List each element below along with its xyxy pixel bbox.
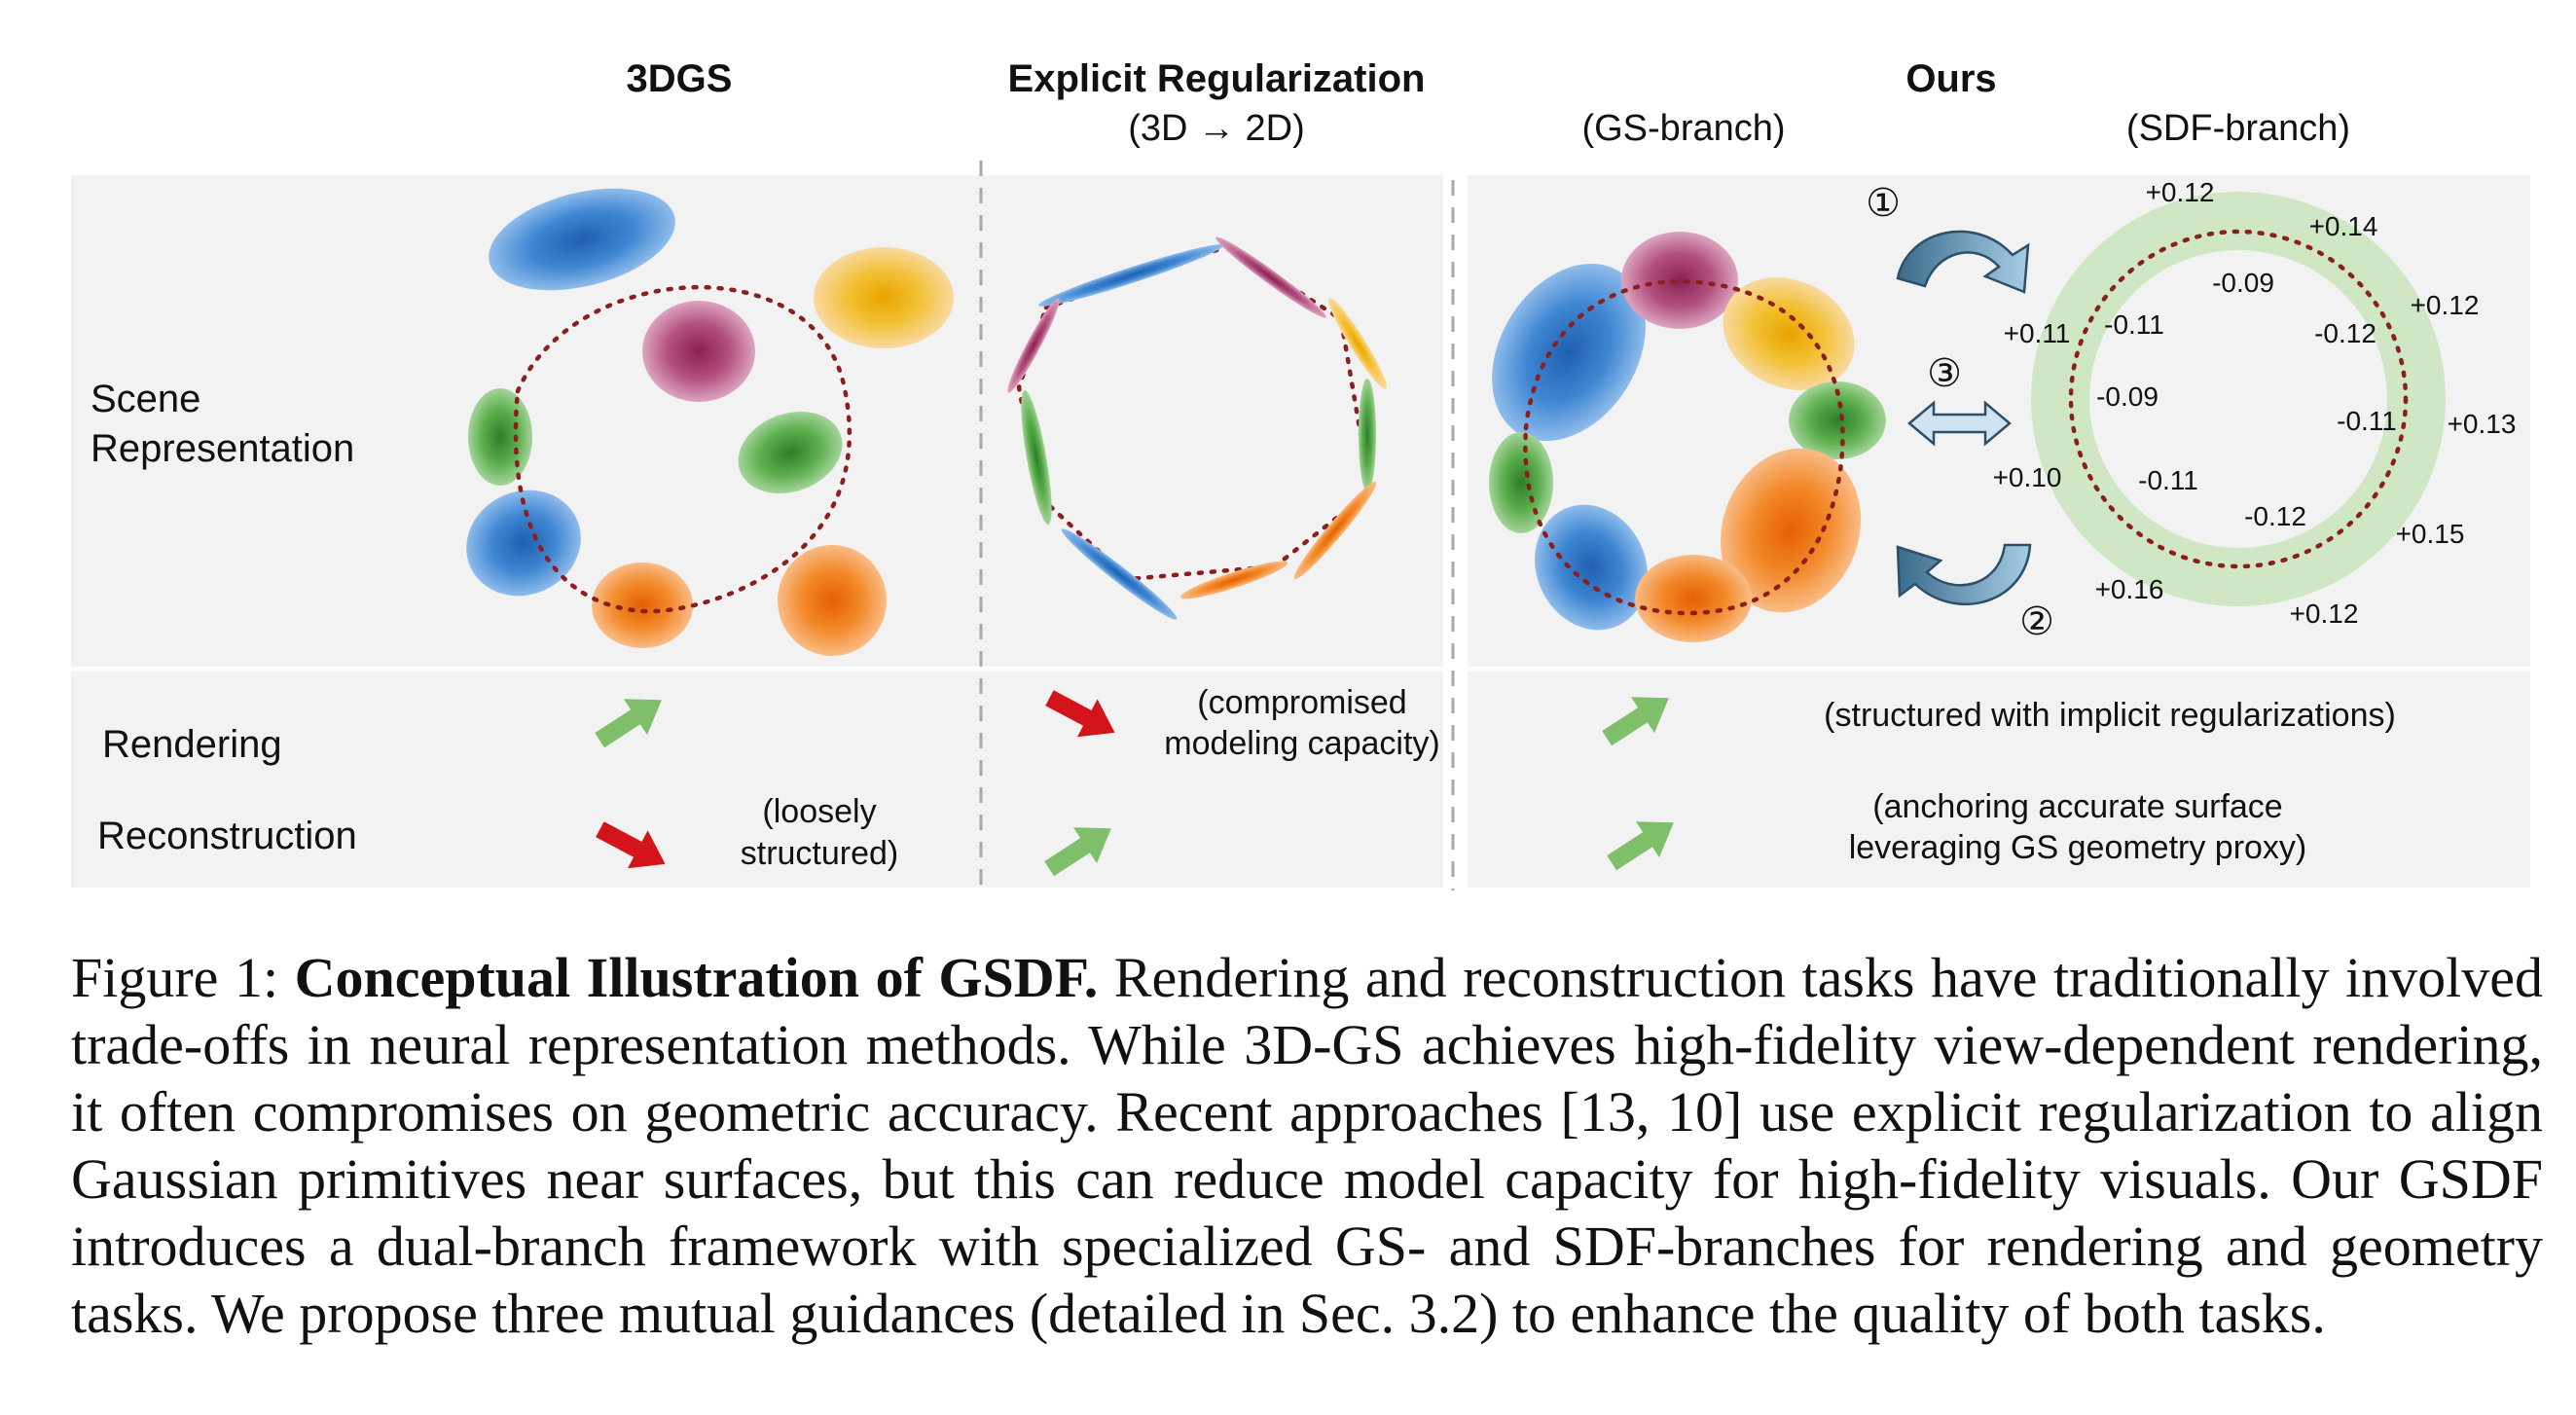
guidance-marker-2: ② [2019,600,2054,643]
guidance-arrow-3-icon [1907,400,2012,447]
guidance-arrow-1-icon [1896,230,2030,294]
sdf-inner-value: -0.09 [2096,381,2159,412]
panel-metrics-left [71,671,1443,888]
scene-gs-branch [1489,232,1886,642]
sdf-outer-value: +0.16 [2095,574,2164,604]
caption-body: Rendering and reconstruction tasks have … [71,946,2543,1345]
sdf-outer-value: +0.14 [2309,211,2378,241]
conceptual-figure: 3DGS Explicit Regularization (3D → 2D) O… [71,57,2530,890]
sdf-inner-value: -0.12 [2314,318,2376,348]
note-loosely: (loosely [762,793,876,830]
row-label-representation: Representation [91,427,354,470]
note-structured-implicit: (structured with implicit regularization… [1824,697,2396,734]
caption-title: Conceptual Illustration of GSDF. [294,946,1099,1009]
header-explicit: Explicit Regularization [1008,57,1426,100]
note-gs-proxy: leveraging GS geometry proxy) [1849,829,2307,866]
scene-explicit [1007,236,1387,620]
sdf-outer-value: +0.12 [2146,177,2215,207]
arrow-3dgs-reconstruction-bad-icon [596,821,666,869]
sdf-outer-value: +0.10 [1993,462,2062,492]
guidance-arrows [1896,230,2032,606]
row-label-scene: Scene [91,378,200,420]
arrow-ours-rendering-good-icon [1602,697,1669,746]
sdf-branch-ring [2031,192,2446,606]
guidance-marker-3: ③ [1927,352,1962,395]
sdf-outer-value: +0.15 [2396,519,2465,549]
arrow-explicit-reconstruction-good-icon [1044,827,1111,877]
arrow-3dgs-rendering-good-icon [595,699,662,748]
sdf-outer-value: +0.12 [2411,290,2480,320]
sdf-outer-value: +0.11 [2004,318,2071,348]
sdf-inner-value: -0.12 [2244,501,2306,531]
sdf-inner-value: -0.09 [2212,268,2274,298]
note-anchoring: (anchoring accurate surface [1872,788,2282,825]
sdf-outer-value: +0.13 [2448,409,2517,439]
arrow-explicit-rendering-bad-icon [1045,690,1115,738]
figure-caption: Figure 1: Conceptual Illustration of GSD… [71,944,2543,1347]
note-compromised: (compromised [1197,684,1406,721]
header-gs-branch: (GS-branch) [1581,108,1785,149]
arrow-ours-reconstruction-good-icon [1607,821,1674,871]
header-ours: Ours [1905,57,1996,100]
sdf-inner-value: -0.11 [2337,406,2397,436]
scene-3dgs [466,188,954,656]
header-sdf-branch: (SDF-branch) [2126,108,2350,149]
sdf-outer-value: +0.12 [2290,599,2359,629]
sdf-inner-value: -0.11 [2138,465,2198,495]
guidance-arrow-2-icon [1896,543,2032,606]
note-structured: structured) [741,835,899,872]
caption-prefix: Figure 1: [71,946,295,1009]
header-explicit-sub: (3D → 2D) [1128,108,1305,149]
note-modeling-capacity: modeling capacity) [1164,725,1439,762]
guidance-marker-1: ① [1866,182,1901,225]
sdf-inner-value: -0.11 [2104,309,2164,340]
header-3dgs: 3DGS [627,57,733,100]
row-label-reconstruction: Reconstruction [97,815,357,857]
row-label-rendering: Rendering [102,723,282,766]
